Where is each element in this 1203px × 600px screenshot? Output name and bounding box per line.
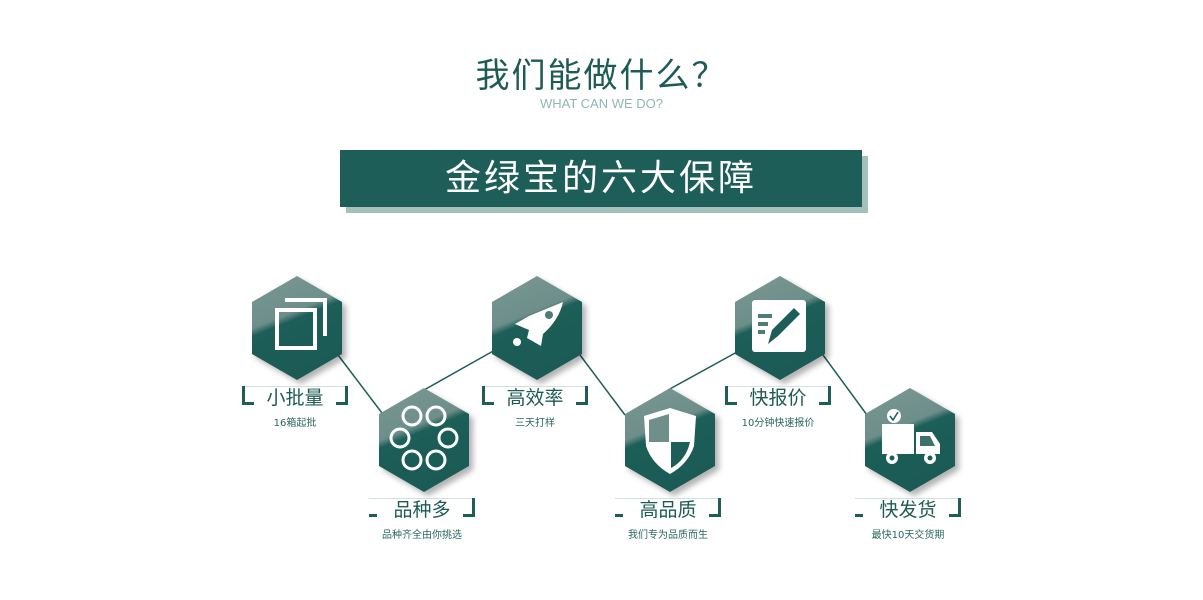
feature-desc: 10分钟快速报价 <box>741 418 815 429</box>
feature-label: 快发货最快10天交货期 <box>855 498 961 541</box>
shield-icon <box>644 408 696 474</box>
feature-desc: 三天打样 <box>515 418 555 429</box>
circles-icon <box>389 405 459 471</box>
rocket-icon <box>513 302 563 346</box>
feature-desc: 我们专为品质而生 <box>628 530 708 541</box>
feature-hexagon <box>735 276 825 380</box>
feature-hexagon <box>379 388 469 492</box>
feature-label: 高效率三天打样 <box>482 386 588 429</box>
feature-label: 高品质我们专为品质而生 <box>615 498 721 541</box>
feature-title: 快发货 <box>879 499 937 521</box>
feature-title: 高品质 <box>639 499 697 521</box>
feature-hexagon <box>625 388 715 492</box>
page-subtitle: WHAT CAN WE DO? <box>539 96 664 111</box>
delivery-truck-icon <box>882 409 940 464</box>
connector-lines <box>337 349 868 416</box>
feature-desc: 最快10天交货期 <box>871 530 945 541</box>
feature-label: 快报价 10分钟快速报价 <box>725 386 831 429</box>
feature-hexagon <box>865 388 955 492</box>
feature-title: 小批量 <box>266 387 324 409</box>
feature-desc: 品种齐全由你挑选 <box>382 530 462 541</box>
feature-title: 快报价 <box>749 387 807 409</box>
edit-pencil-icon <box>752 300 806 352</box>
feature-label: 小批量 16箱起批 <box>242 386 348 429</box>
copy-square-icon <box>275 298 327 350</box>
page-title: 我们能做什么？ <box>475 56 728 96</box>
banner: 金绿宝的六大保障 <box>340 150 862 207</box>
feature-label: 品种多品种齐全由你挑选 <box>369 498 475 541</box>
feature-hexagon <box>252 276 342 380</box>
feature-title: 品种多 <box>393 499 451 521</box>
feature-hexagon <box>492 276 582 380</box>
feature-desc: 16箱起批 <box>273 418 317 429</box>
feature-title: 高效率 <box>506 387 564 409</box>
